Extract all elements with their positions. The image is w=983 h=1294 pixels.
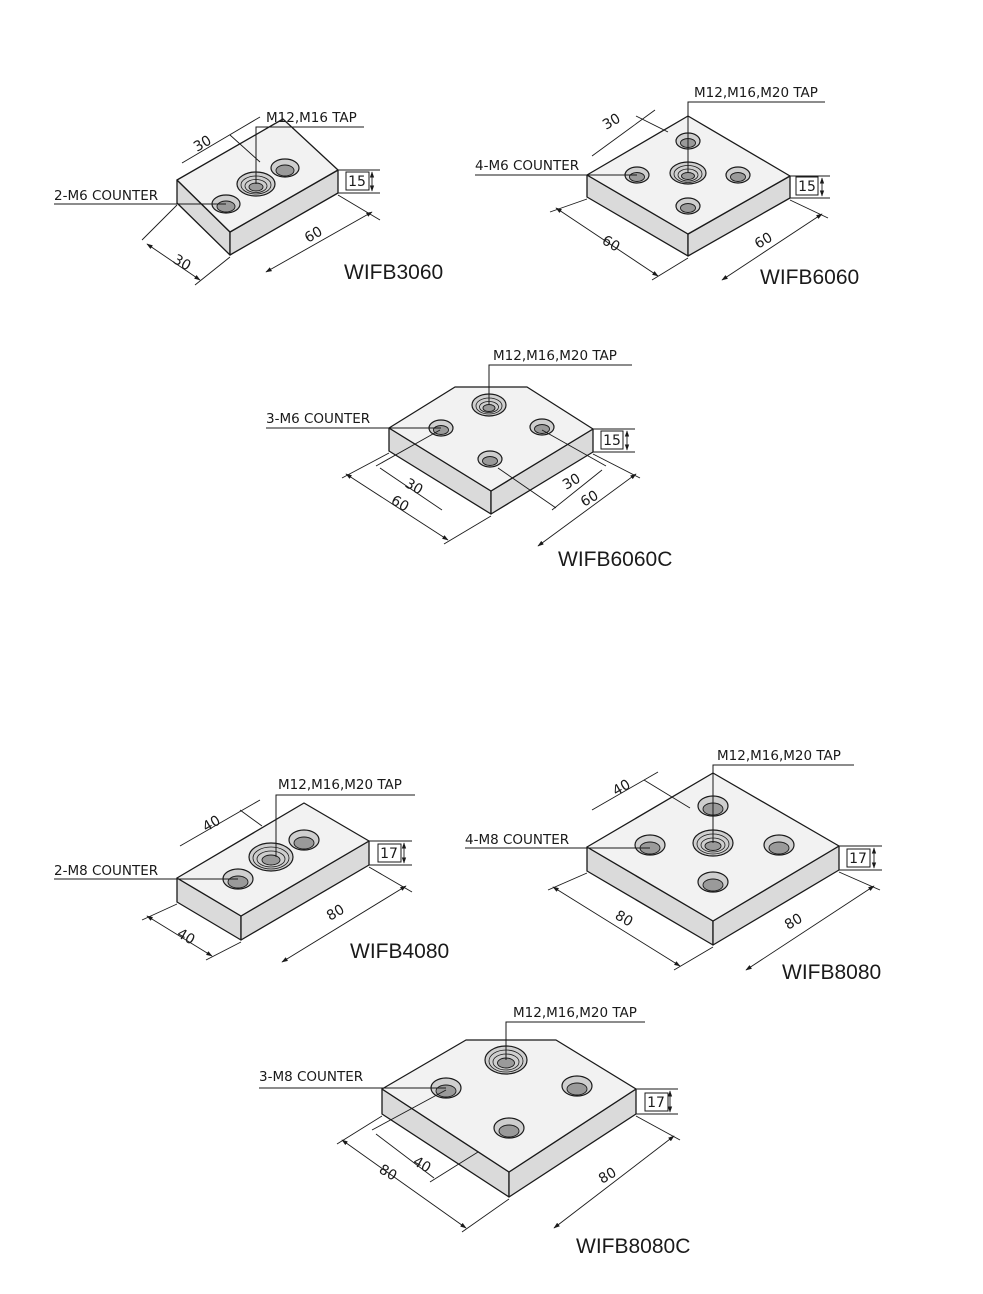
tap-leader	[505, 1021, 645, 1060]
block-top-face	[388, 386, 594, 492]
counter-hole	[634, 834, 666, 856]
side-b-value: 80	[782, 911, 805, 934]
pitch-value: 40	[610, 777, 633, 800]
height-value: 17	[849, 851, 867, 867]
tap-leader	[712, 764, 854, 843]
side-a-dimension	[555, 207, 659, 277]
tap-label: M12,M16 TAP	[266, 110, 357, 126]
length-value: 80	[324, 902, 347, 925]
counter-hole	[270, 158, 300, 178]
counter-hole	[529, 418, 555, 436]
side-a-value: 80	[376, 1162, 399, 1185]
tap-leader	[255, 126, 364, 184]
pitch-b-value: 30	[560, 471, 583, 494]
counter-label: 4-M8 COUNTER	[465, 832, 569, 848]
model-title: WIFB6060C	[558, 548, 672, 571]
pitch-dimension	[229, 134, 261, 163]
side-b-value: 60	[578, 488, 601, 511]
height-value: 17	[647, 1095, 665, 1111]
width-value: 30	[170, 252, 193, 275]
counter-hole	[493, 1117, 525, 1139]
part-wifb8080c: M12,M16,M20 TAP 3-M8 COUNTER 17 40 80 80…	[259, 1005, 690, 1258]
side-a-dimension	[341, 1139, 467, 1229]
counter-hole	[675, 197, 701, 215]
side-a-dimension	[345, 473, 449, 541]
model-title: WIFB8080	[782, 961, 881, 984]
counter-label: 4-M6 COUNTER	[475, 158, 579, 174]
height-value: 15	[798, 179, 816, 195]
side-b-dimension	[721, 213, 823, 281]
counter-hole	[725, 166, 751, 184]
block-top-face	[381, 1039, 637, 1173]
side-a-value: 60	[599, 233, 622, 256]
side-b-value: 60	[752, 230, 775, 253]
pitch-value: 30	[600, 111, 623, 134]
model-title: WIFB3060	[344, 261, 443, 284]
counter-label: 2-M8 COUNTER	[54, 863, 158, 879]
counter-hole	[288, 829, 320, 851]
side-a-value: 60	[388, 493, 411, 516]
length-value: 60	[302, 224, 325, 247]
side-b-dimension	[745, 885, 875, 971]
pitch-dimension	[643, 779, 691, 809]
model-title: WIFB4080	[350, 940, 449, 963]
counter-label: 3-M6 COUNTER	[266, 411, 370, 427]
height-value: 15	[348, 174, 366, 190]
pitch-a-value: 30	[402, 476, 425, 499]
height-value: 17	[380, 846, 398, 862]
tap-label: M12,M16,M20 TAP	[694, 85, 818, 101]
model-title: WIFB6060	[760, 266, 859, 289]
counter-label: 2-M6 COUNTER	[54, 188, 158, 204]
side-a-value: 80	[612, 908, 635, 931]
tap-leader	[488, 364, 632, 405]
length-dimension	[281, 885, 407, 963]
side-a-dimension	[552, 886, 681, 967]
pitch-value: 30	[191, 133, 214, 156]
part-wifb3060: M12,M16 TAP 2-M6 COUNTER 15 30 30 60 WIF…	[54, 110, 443, 286]
tap-label: M12,M16,M20 TAP	[278, 777, 402, 793]
counter-hole	[561, 1075, 593, 1097]
counter-hole	[477, 450, 503, 468]
pitch-dimension	[239, 809, 263, 827]
tap-label: M12,M16,M20 TAP	[493, 348, 617, 364]
tap-label: M12,M16,M20 TAP	[513, 1005, 637, 1021]
counter-label: 3-M8 COUNTER	[259, 1069, 363, 1085]
tap-leader	[687, 101, 825, 173]
side-b-dimension	[553, 1135, 675, 1229]
width-dimension	[146, 243, 201, 281]
tap-leader	[275, 794, 415, 857]
side-b-dimension	[537, 473, 637, 547]
part-wifb4080: M12,M16,M20 TAP 2-M8 COUNTER 17 40 40 80…	[54, 777, 449, 963]
pitch-value: 40	[200, 813, 223, 836]
part-wifb8080: M12,M16,M20 TAP 4-M8 COUNTER 17 40 80 80…	[465, 748, 882, 984]
part-wifb6060: M12,M16,M20 TAP 4-M6 COUNTER 15 30 60 60…	[475, 85, 859, 289]
part-wifb6060c: M12,M16,M20 TAP 3-M6 COUNTER 15 30 60 30…	[266, 348, 672, 571]
counter-hole	[697, 871, 729, 893]
side-b-value: 80	[596, 1165, 619, 1188]
counter-hole	[763, 834, 795, 856]
tap-hole	[248, 842, 294, 872]
pitch-dimension	[635, 115, 669, 133]
pitch-value: 40	[410, 1154, 433, 1177]
model-title: WIFB8080C	[576, 1235, 690, 1258]
width-dimension	[146, 915, 213, 957]
tap-label: M12,M16,M20 TAP	[717, 748, 841, 764]
length-dimension	[265, 211, 373, 273]
height-value: 15	[603, 433, 621, 449]
width-value: 40	[174, 926, 197, 949]
